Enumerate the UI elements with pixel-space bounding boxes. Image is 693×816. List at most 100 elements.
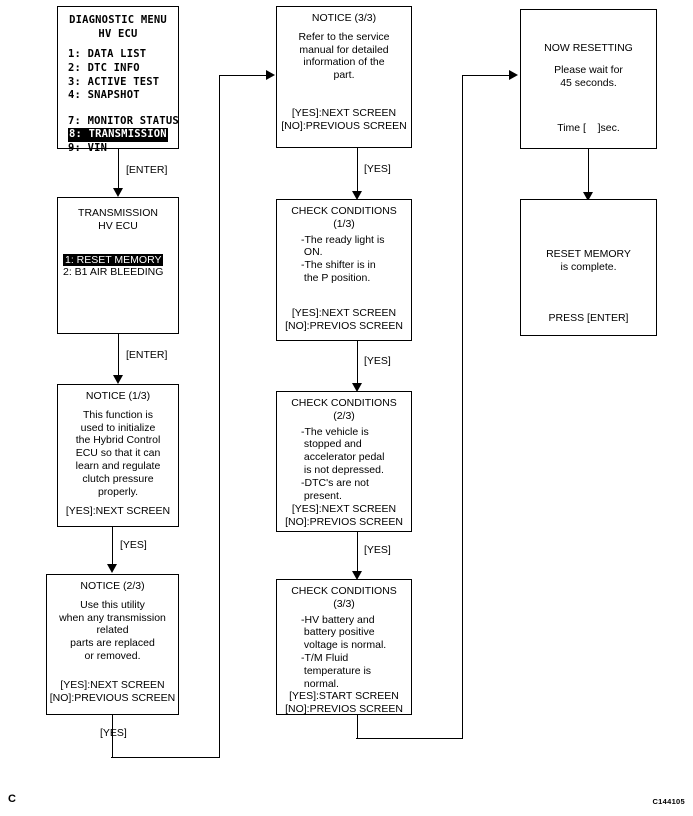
screen-now-resetting: NOW RESETTING Please wait for 45 seconds…	[520, 9, 657, 149]
now-resetting-body-2: 45 seconds.	[560, 76, 617, 89]
diagnostic-menu-title-2: HV ECU	[98, 27, 138, 40]
notice-2-3-footer-yes[interactable]: [YES]:NEXT SCREEN	[60, 678, 165, 691]
arrow-right-into-notice3	[266, 69, 275, 80]
notice-1-3-footer-yes[interactable]: [YES]:NEXT SCREEN	[65, 505, 171, 518]
edge-notice2-down	[112, 715, 113, 758]
transmission-title-1: TRANSMISSION	[78, 207, 158, 219]
notice-1-3-body-line: learn and regulate	[75, 459, 161, 472]
notice-2-3-footer-no[interactable]: [NO]:PREVIOUS SCREEN	[49, 691, 176, 704]
notice-2-3-body-line: or removed.	[84, 649, 141, 662]
arrow-down-notice3-to-check1	[351, 191, 362, 200]
check-1-3-body-line: -The shifter is in	[301, 259, 376, 272]
check-3-3-footer-yes[interactable]: [YES]:START SCREEN	[289, 690, 399, 703]
check-3-3-body-line: normal.	[301, 677, 339, 690]
check-2-3-body-line: stopped and	[301, 438, 362, 451]
screen-notice-1-3[interactable]: NOTICE (1/3) This function is used to in…	[57, 384, 179, 527]
notice-1-3-title: NOTICE (1/3)	[85, 390, 151, 402]
check-2-3-body-line: accelerator pedal	[301, 451, 385, 464]
check-1-3-footer-no[interactable]: [NO]:PREVIOS SCREEN	[285, 319, 403, 332]
edge-now-resetting-to-complete	[588, 149, 589, 195]
screen-transmission-hv-ecu[interactable]: TRANSMISSION HV ECU 1: RESET MEMORY 2: B…	[57, 197, 179, 334]
edge-notice1-to-notice2	[112, 527, 113, 567]
check-1-3-body-line: the P position.	[301, 271, 371, 284]
notice-1-3-body-line: properly.	[97, 485, 139, 498]
notice-3-3-title: NOTICE (3/3)	[311, 12, 377, 24]
notice-1-3-body-line: clutch pressure	[82, 472, 154, 485]
arrow-down-notice1-to-notice2	[106, 564, 117, 573]
now-resetting-title: NOW RESETTING	[544, 42, 633, 54]
transmission-selection-highlight: 1: RESET MEMORY	[63, 253, 164, 267]
menu-item-transmission-selected[interactable]: 8: TRANSMISSION	[58, 128, 178, 143]
transmission-item-b1-air-bleeding[interactable]: 2: B1 AIR BLEEDING	[63, 266, 164, 279]
notice-3-3-footer-no[interactable]: [NO]:PREVIOUS SCREEN	[281, 119, 407, 132]
check-2-3-footer-no[interactable]: [NO]:PREVIOS SCREEN	[285, 516, 403, 529]
menu-item-dtc-info[interactable]: 2: DTC INFO	[68, 61, 140, 74]
notice-2-3-body-line: parts are replaced	[70, 637, 155, 650]
edge-transmission-to-notice1	[118, 334, 119, 378]
edge-menu-to-transmission	[118, 149, 119, 191]
edge-label-yes-4: [YES]	[364, 355, 391, 367]
screen-check-conditions-3-3[interactable]: CHECK CONDITIONS (3/3) -HV battery and b…	[276, 579, 412, 715]
reset-complete-footer[interactable]: PRESS [ENTER]	[548, 311, 629, 324]
notice-3-3-body-line: manual for detailed	[299, 43, 389, 56]
menu-item-active-test[interactable]: 3: ACTIVE TEST	[68, 75, 160, 88]
screen-check-conditions-2-3[interactable]: CHECK CONDITIONS (2/3) -The vehicle is s…	[276, 391, 412, 532]
screen-diagnostic-menu[interactable]: DIAGNOSTIC MENU HV ECU 1: DATA LIST 2: D…	[57, 6, 179, 154]
edge-label-yes-3: [YES]	[364, 163, 391, 175]
check-1-3-body-line: -The ready light is	[301, 233, 385, 246]
arrow-right-into-now-resetting	[509, 69, 518, 80]
check-2-3-body-line: -DTC's are not	[301, 476, 369, 489]
edge-label-enter-2: [ENTER]	[126, 349, 168, 361]
screen-reset-memory-complete: RESET MEMORY is complete. PRESS [ENTER]	[520, 199, 657, 336]
notice-3-3-body-line: part.	[333, 69, 355, 82]
notice-3-3-body-line: information of the	[303, 56, 385, 69]
notice-1-3-body-line: This function is	[82, 408, 154, 421]
check-2-3-body-line: is not depressed.	[301, 463, 384, 476]
notice-2-3-title: NOTICE (2/3)	[80, 580, 145, 592]
screen-notice-3-3[interactable]: NOTICE (3/3) Refer to the service manual…	[276, 6, 412, 148]
screen-notice-2-3[interactable]: NOTICE (2/3) Use this utility when any t…	[46, 574, 179, 715]
notice-3-3-footer-yes[interactable]: [YES]:NEXT SCREEN	[291, 106, 397, 119]
edge-notice2-right	[111, 757, 220, 758]
check-2-3-title-2: (2/3)	[333, 409, 355, 422]
arrow-down-check1-to-check2	[351, 383, 362, 392]
reset-complete-line-1: RESET MEMORY	[546, 248, 631, 260]
notice-2-3-body-line: related	[96, 624, 129, 637]
edge-label-yes-1: [YES]	[120, 539, 147, 551]
notice-1-3-body-line: used to initialize	[80, 421, 156, 434]
check-1-3-footer-yes[interactable]: [YES]:NEXT SCREEN	[291, 306, 397, 319]
edge-label-enter-1: [ENTER]	[126, 164, 168, 176]
notice-1-3-body-line: the Hybrid Control	[75, 434, 161, 447]
screen-check-conditions-1-3[interactable]: CHECK CONDITIONS (1/3) -The ready light …	[276, 199, 412, 341]
check-3-3-body-line: temperature is	[301, 664, 372, 677]
check-3-3-body-line: -T/M Fluid	[301, 651, 349, 664]
arrow-down-transmission-to-notice1	[112, 375, 123, 384]
now-resetting-body-1: Please wait for	[554, 63, 623, 76]
arrow-down-check2-to-check3	[351, 571, 362, 580]
check-3-3-title-1: CHECK CONDITIONS	[291, 585, 397, 597]
menu-item-data-list[interactable]: 1: DATA LIST	[68, 48, 147, 61]
check-1-3-body-line: ON.	[301, 246, 323, 259]
menu-item-transmission-number: 8:	[69, 128, 83, 141]
edge-label-yes-5: [YES]	[364, 544, 391, 556]
arrow-down-menu-to-transmission	[112, 188, 123, 197]
reset-complete-line-2: is complete.	[560, 260, 617, 273]
arrow-down-now-resetting-to-complete	[582, 192, 593, 201]
check-2-3-body-line: -The vehicle is	[301, 425, 369, 438]
check-2-3-footer-yes[interactable]: [YES]:NEXT SCREEN	[291, 503, 397, 516]
check-1-3-title-1: CHECK CONDITIONS	[291, 205, 397, 217]
edge-into-now-resetting	[462, 75, 514, 76]
transmission-item-reset-memory[interactable]: 1: RESET MEMORY	[58, 253, 178, 267]
check-3-3-title-2: (3/3)	[333, 597, 355, 610]
check-3-3-footer-no[interactable]: [NO]:PREVIOS SCREEN	[285, 703, 403, 716]
now-resetting-timer: Time [ ]sec.	[557, 122, 620, 135]
edge-label-yes-2: [YES]	[100, 727, 127, 739]
menu-item-vin[interactable]: 9: VIN	[68, 142, 108, 155]
menu-item-monitor-status[interactable]: 7: MONITOR STATUS	[68, 114, 179, 127]
notice-1-3-body-line: ECU so that it can	[75, 447, 161, 460]
edge-up-to-notice3	[219, 75, 220, 758]
menu-item-snapshot[interactable]: 4: SNAPSHOT	[68, 89, 140, 102]
page-corner-label: C	[8, 793, 16, 805]
menu-selection-highlight: 8: TRANSMISSION	[68, 128, 168, 143]
